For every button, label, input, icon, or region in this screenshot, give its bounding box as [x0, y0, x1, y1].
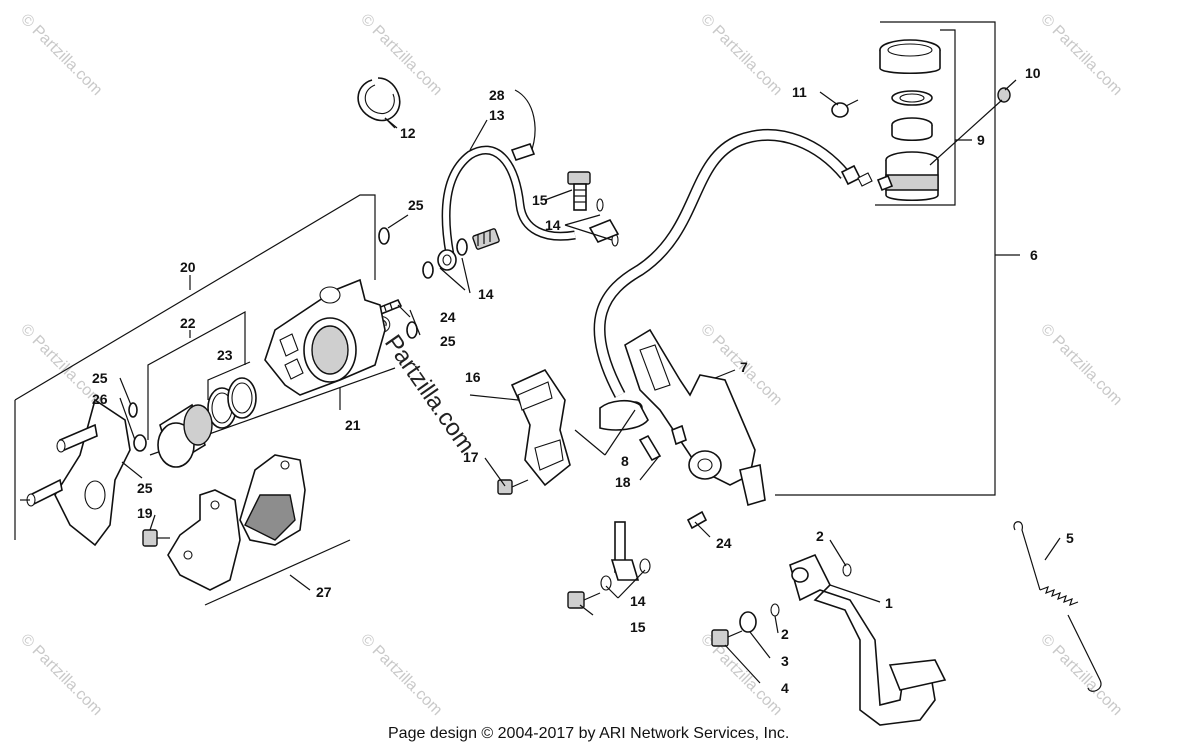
callout-4: 4: [781, 680, 789, 696]
callout-10: 10: [1025, 65, 1041, 81]
bracket-23: [207, 361, 251, 400]
callout-3: 3: [781, 653, 789, 669]
watermark: © Partzilla.com: [17, 11, 105, 99]
banjo-bolt-15-mid: [472, 228, 500, 250]
callout-25: 25: [408, 197, 424, 213]
watermark: © Partzilla.com: [697, 631, 785, 719]
callout-25: 25: [92, 370, 108, 386]
callout-25: 25: [137, 480, 153, 496]
callout-1: 1: [885, 595, 893, 611]
callout-7: 7: [740, 359, 748, 375]
banjo-bolt-15-upper: [567, 171, 591, 211]
callout-20: 20: [180, 259, 196, 275]
washers-14-upper: [422, 198, 619, 279]
reservoir-hose: [593, 128, 873, 398]
lower-brake-fitting: [600, 521, 651, 591]
callout-14: 14: [630, 593, 646, 609]
washer-10: [997, 87, 1011, 103]
callout-6: 6: [1030, 247, 1038, 263]
callout-2: 2: [781, 626, 789, 642]
callout-25: 25: [440, 333, 456, 349]
bracket-9: [875, 29, 956, 206]
callout-15: 15: [630, 619, 646, 635]
callout-5: 5: [1066, 530, 1074, 546]
brake-pedal-1: [789, 553, 947, 726]
oring-25-upper: [378, 227, 390, 245]
master-cylinder-7: [599, 328, 766, 507]
fitting-24-lower: [686, 510, 708, 530]
reservoir-diaphragm: [891, 90, 933, 106]
watermark: © Partzilla.com: [697, 11, 785, 99]
mount-plate-16: [510, 368, 571, 487]
reservoir-cap-9: [879, 39, 941, 74]
screw-11: [831, 99, 859, 118]
callout-14: 14: [478, 286, 494, 302]
caliper-bracket-26: [20, 398, 131, 547]
brake-pads-27: [167, 454, 306, 591]
callout-18: 18: [615, 474, 631, 490]
leader-lines: [119, 79, 1061, 684]
reservoir-float: [891, 117, 933, 142]
callout-14: 14: [545, 217, 561, 233]
bolt-19: [142, 529, 170, 547]
watermark: © Partzilla.com: [1037, 11, 1125, 99]
oring-25-left: [128, 402, 138, 418]
watermark: © Partzilla.com: [1037, 321, 1125, 409]
callout-17: 17: [463, 449, 479, 465]
callout-28: 28: [489, 87, 505, 103]
bracket-20-top: [14, 194, 376, 401]
callout-21: 21: [345, 417, 361, 433]
bracket-frames: [14, 21, 1020, 606]
reservoir-body: [876, 151, 939, 201]
bracket-27: [204, 539, 351, 606]
oring-25-mid: [406, 321, 418, 339]
callout-24: 24: [440, 309, 456, 325]
caliper-body-21: [264, 278, 386, 396]
hose-banjo-fitting: [437, 218, 620, 271]
callout-24: 24: [716, 535, 732, 551]
callout-8: 8: [621, 453, 629, 469]
watermark: © Partzilla.com: [17, 631, 105, 719]
washer-25-left: [133, 434, 147, 452]
bolt-17: [497, 479, 529, 495]
callout-2: 2: [816, 528, 824, 544]
callout-19: 19: [137, 505, 153, 521]
callout-15: 15: [532, 192, 548, 208]
watermark: © Partzilla.com: [357, 631, 445, 719]
banjo-bolt-15-lower: [567, 591, 601, 609]
washers-2-3: [739, 563, 852, 633]
seals-23: [207, 377, 257, 429]
callout-22: 22: [180, 315, 196, 331]
circlip-12: [357, 77, 401, 129]
bolt-4: [711, 629, 743, 647]
callout-9: 9: [977, 132, 985, 148]
callout-16: 16: [465, 369, 481, 385]
spring-5: [1013, 521, 1102, 692]
pin-8: [638, 424, 687, 462]
callout-13: 13: [489, 107, 505, 123]
callout-labels: 1 2 2 3 4 5 6 7 8 9 10 11 12 13 14 14 14…: [92, 65, 1074, 696]
bracket-22: [147, 310, 246, 440]
bracket-6: [775, 21, 996, 496]
callout-12: 12: [400, 125, 416, 141]
leader-14a: [439, 267, 466, 291]
callout-26: 26: [92, 391, 108, 407]
brake-hose-13: [441, 89, 576, 256]
watermark: © Partzilla.com: [1037, 631, 1125, 719]
leader-27: [289, 574, 311, 591]
callout-27: 27: [316, 584, 332, 600]
callout-23: 23: [217, 347, 233, 363]
piston-22: [157, 403, 213, 468]
watermark-layer: © Partzilla.com © Partzilla.com © Partzi…: [17, 11, 1125, 719]
callout-11: 11: [792, 84, 807, 100]
copyright-footer: Page design © 2004-2017 by ARI Network S…: [388, 725, 789, 742]
